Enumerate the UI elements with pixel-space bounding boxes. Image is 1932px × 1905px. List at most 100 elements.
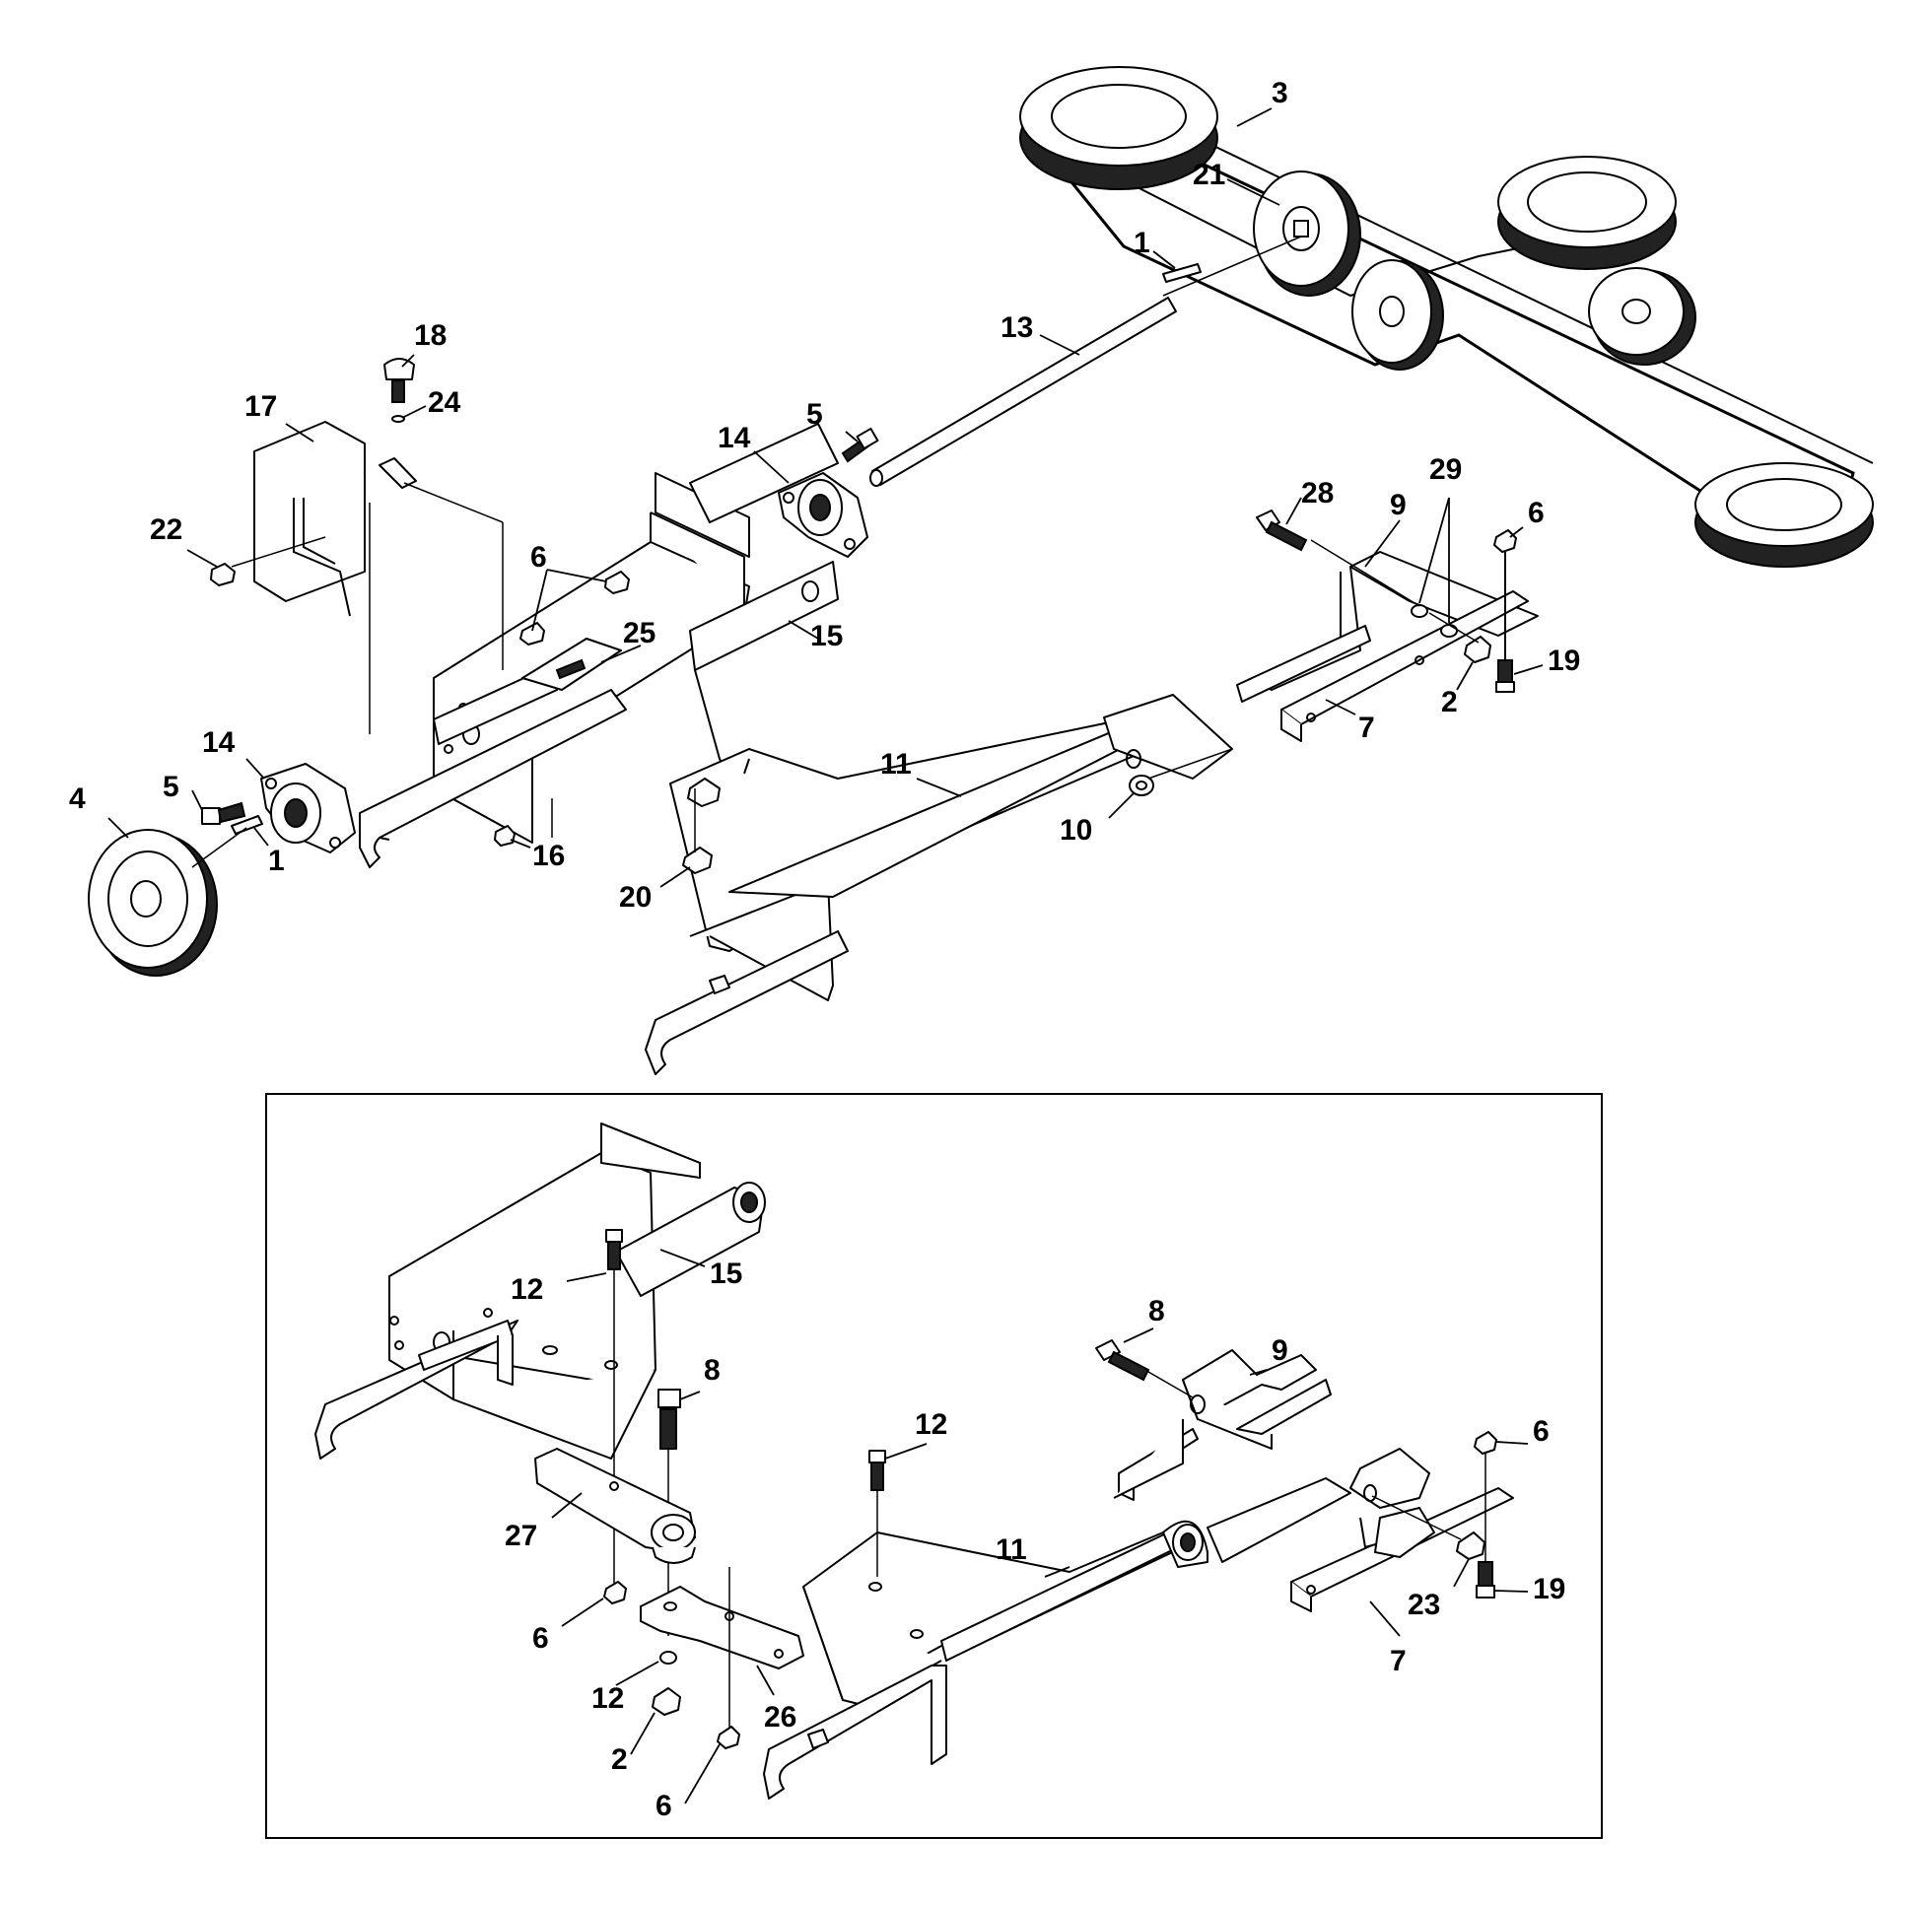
- callout-2-upper: 2: [1441, 686, 1458, 718]
- callout-6-c: 6: [1528, 497, 1545, 529]
- inset-nut-2: [652, 1687, 681, 1716]
- bearing-14-upper: [778, 472, 868, 558]
- callout-27: 27: [505, 1520, 537, 1552]
- callout-9-upper: 9: [1390, 489, 1407, 521]
- leader-lines: [107, 107, 1544, 1804]
- callout-1-lower: 1: [268, 845, 285, 877]
- alignment-lines-top: [191, 236, 1480, 868]
- nut-20: [682, 847, 713, 874]
- callout-4: 4: [69, 782, 86, 815]
- inset-bolt-12-b: [868, 1450, 886, 1577]
- rail-7-top: [1280, 590, 1529, 742]
- pulley-top-left: [1019, 66, 1218, 190]
- callout-11-upper: 11: [880, 748, 912, 781]
- inset-nut-23: [1456, 1531, 1485, 1560]
- inset-bolt-12-a: [605, 1229, 623, 1592]
- callout-16: 16: [532, 840, 565, 872]
- callout-17: 17: [244, 390, 277, 423]
- callout-13: 13: [1000, 311, 1033, 344]
- callout-15-lower: 15: [710, 1258, 742, 1290]
- inset-arm-15: [615, 1182, 766, 1297]
- callout-1-upper: 1: [1134, 227, 1150, 259]
- callout-6-a: 6: [530, 541, 547, 574]
- shaft-13: [869, 297, 1177, 487]
- inset-bracket-9: [1113, 1349, 1332, 1501]
- callout-6-d: 6: [532, 1622, 549, 1655]
- nut-6-c: [1493, 529, 1517, 553]
- bolt-19-top: [1495, 552, 1515, 693]
- callout-12-a: 12: [511, 1273, 543, 1306]
- callout-11-lower: 11: [996, 1533, 1027, 1566]
- inset-line-23: [1371, 1495, 1462, 1540]
- callout-5-upper: 5: [806, 398, 823, 431]
- inset-bolt-8-b: [1095, 1339, 1194, 1398]
- callout-18: 18: [414, 319, 447, 352]
- nut-6-b: [604, 571, 630, 594]
- callout-9-lower: 9: [1272, 1334, 1288, 1367]
- inset-rail-lower: [763, 1665, 947, 1800]
- callout-12-b: 12: [915, 1408, 947, 1441]
- callout-15-upper: 15: [810, 620, 843, 652]
- plate-27: [534, 1448, 696, 1564]
- idler-pulley: [1351, 259, 1444, 371]
- pulley-right-lower: [1588, 267, 1696, 366]
- callout-6-f: 6: [1533, 1415, 1550, 1448]
- callout-24: 24: [428, 386, 461, 419]
- inset-nut-6-b: [717, 1726, 740, 1749]
- callout-22: 22: [150, 513, 182, 546]
- callout-19-lower: 19: [1533, 1573, 1565, 1605]
- nut-2-top: [1464, 636, 1491, 663]
- bearing-14-lower: [260, 763, 356, 853]
- shield-17: [253, 421, 417, 617]
- key-lower: [231, 815, 263, 835]
- callout-6-e: 6: [656, 1790, 672, 1822]
- inset-nut-6-a: [603, 1581, 627, 1604]
- pulley-4: [88, 829, 218, 977]
- frame-11: [669, 694, 1233, 1001]
- callout-26: 26: [764, 1701, 796, 1734]
- callout-5-lower: 5: [163, 771, 179, 803]
- callout-8-a: 8: [704, 1354, 721, 1387]
- pulley-bottom-right: [1694, 462, 1874, 568]
- callout-29: 29: [1429, 453, 1462, 486]
- washer-29-b: [1440, 624, 1458, 638]
- washer-24: [391, 415, 405, 423]
- callout-23: 23: [1408, 1589, 1440, 1621]
- callout-3: 3: [1272, 77, 1288, 109]
- bolt-5-upper: [841, 427, 879, 463]
- inset-left-rail: [314, 1320, 518, 1460]
- callout-12-c: 12: [591, 1682, 624, 1715]
- callout-8-b: 8: [1148, 1295, 1165, 1327]
- plate-25: [521, 638, 622, 691]
- callout-28: 28: [1301, 477, 1334, 510]
- nut-22: [210, 563, 236, 586]
- callout-19-upper: 19: [1548, 645, 1580, 677]
- nut-6-a: [519, 622, 545, 646]
- nut-10: [1129, 775, 1154, 796]
- callout-2-lower: 2: [611, 1743, 628, 1776]
- callout-14-upper: 14: [718, 422, 751, 454]
- inset-left-box: [388, 1123, 701, 1460]
- callout-25: 25: [623, 617, 656, 649]
- knob-18: [383, 358, 415, 403]
- inset-frame-11: [802, 1477, 1351, 1706]
- callout-7-lower: 7: [1390, 1645, 1407, 1677]
- key-upper: [1162, 263, 1202, 283]
- rail-left: [359, 664, 627, 868]
- inset-bolt-19: [1476, 1454, 1495, 1599]
- bracket-9-top: [1236, 551, 1539, 703]
- callout-7-upper: 7: [1358, 712, 1375, 744]
- bolt-28: [1256, 510, 1308, 552]
- callout-labels: 3 21 1 13 18 24 5 17 14 22 6 25 15 14 5 …: [69, 77, 1580, 1822]
- nut-16: [494, 825, 516, 847]
- inset-washer-12: [659, 1651, 677, 1665]
- inset-rail-7: [1290, 1448, 1514, 1612]
- callout-21: 21: [1193, 159, 1225, 191]
- callout-10: 10: [1060, 814, 1092, 847]
- callout-14-lower: 14: [202, 726, 236, 759]
- pulley-21: [1253, 170, 1361, 297]
- pulley-right-upper: [1497, 156, 1677, 270]
- plate-26: [640, 1567, 804, 1739]
- bolt-5-lower: [201, 801, 246, 825]
